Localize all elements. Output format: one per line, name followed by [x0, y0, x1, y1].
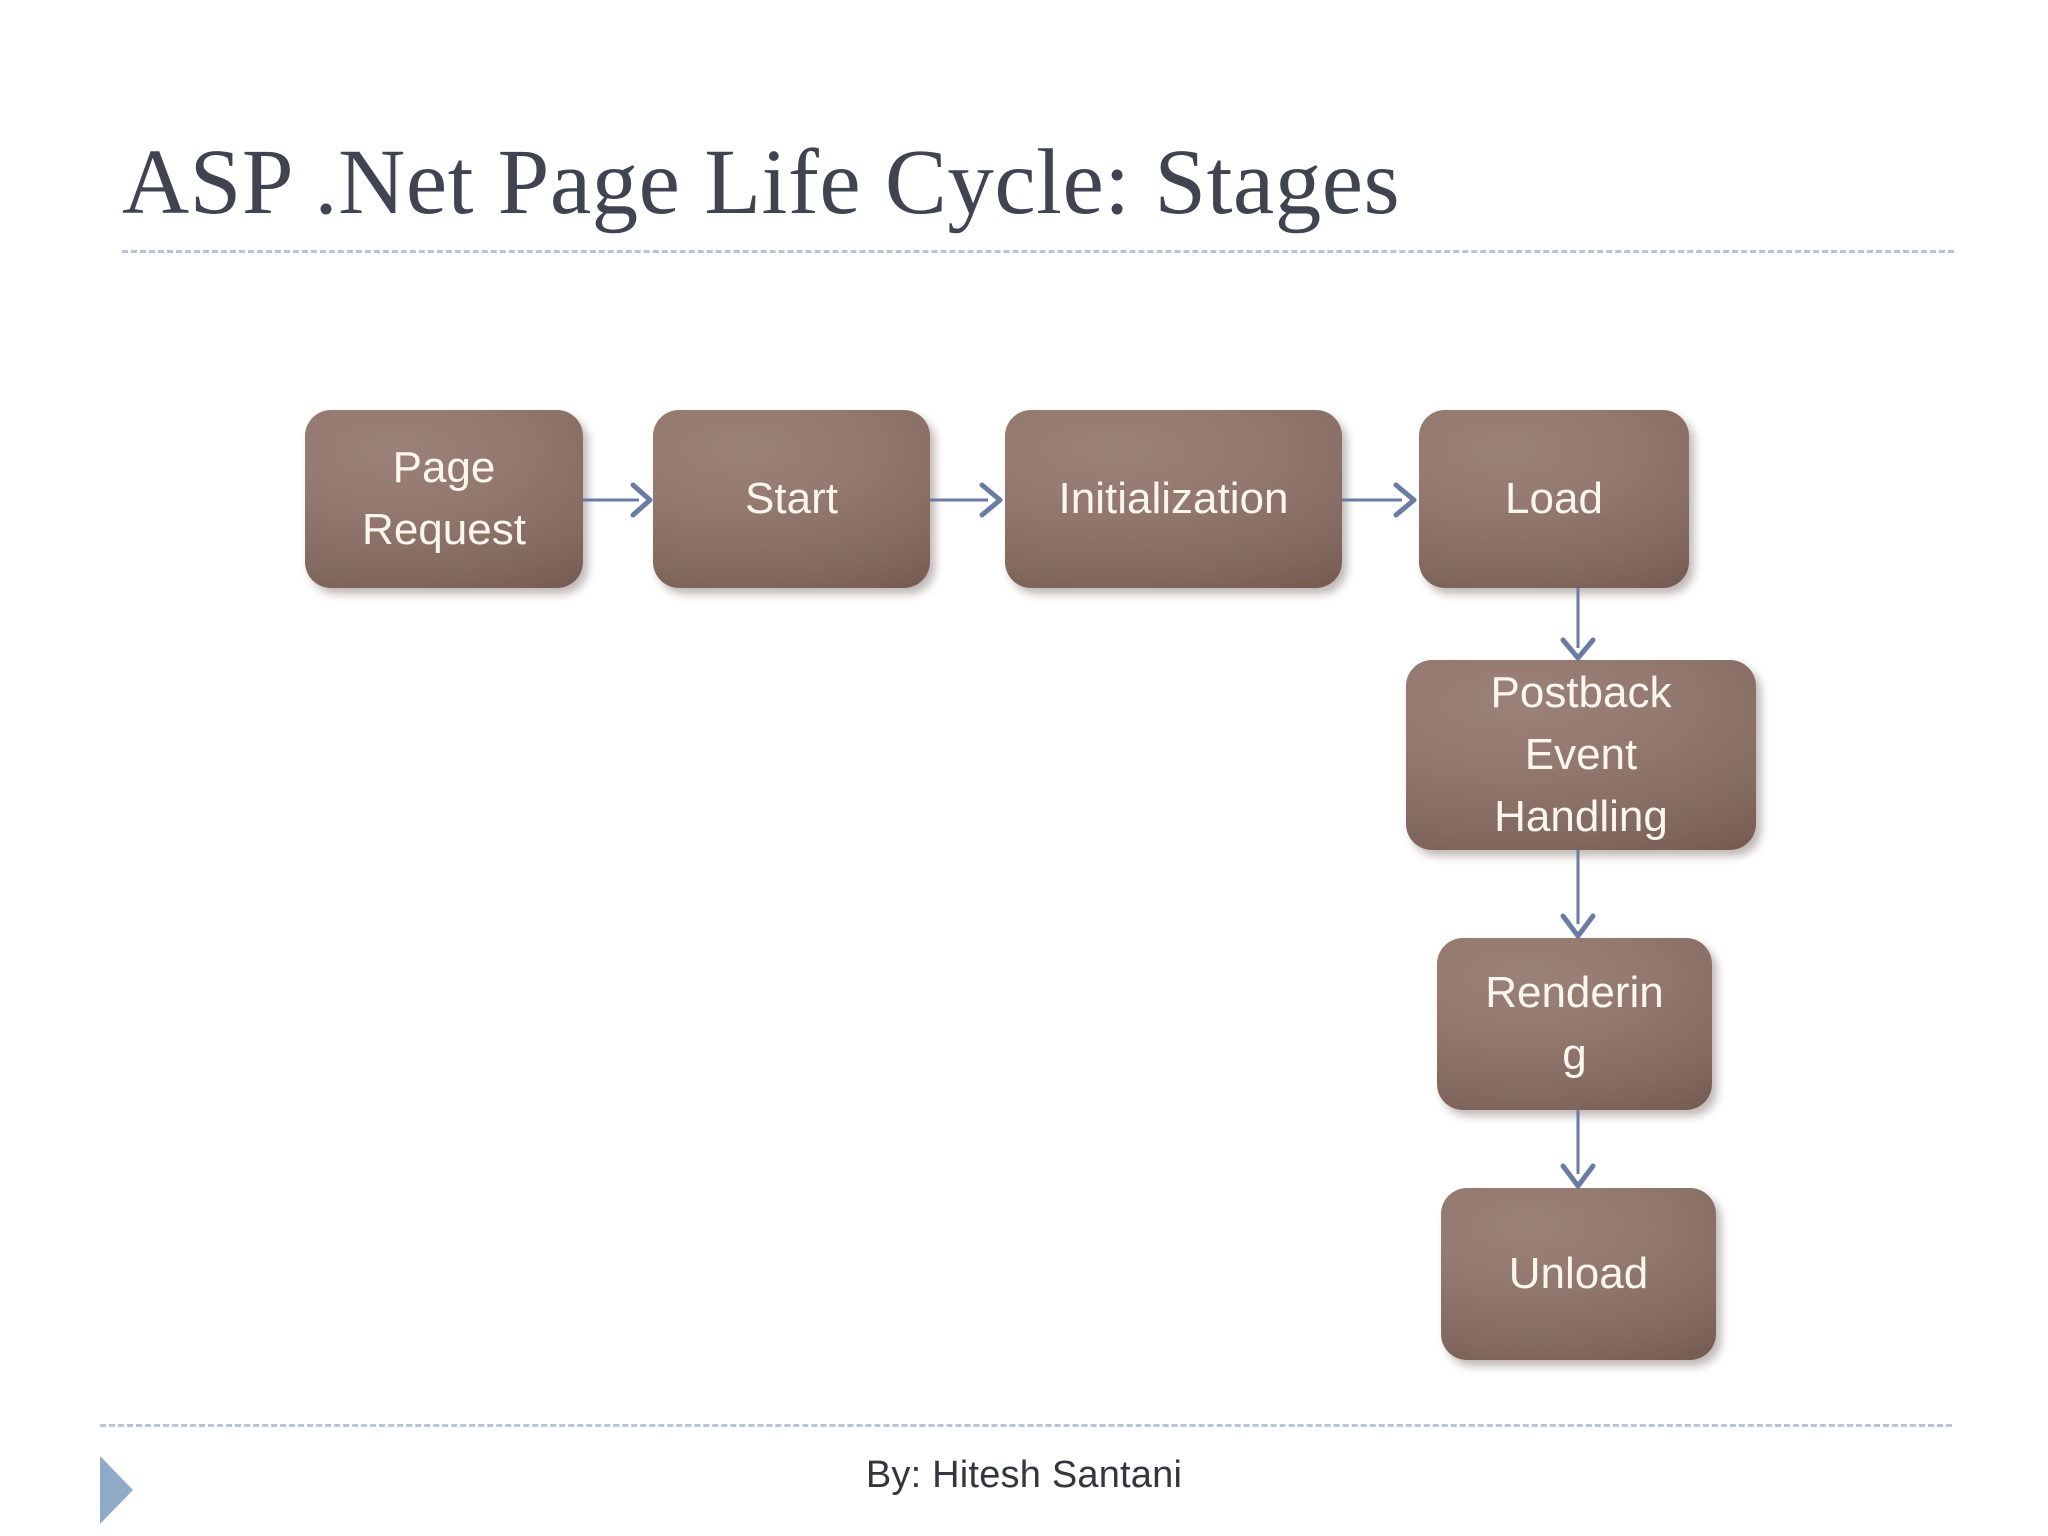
connector-postback-to-rendering [1560, 850, 1596, 939]
flow-node-postback-event-handling-label: Postback Event Handling [1490, 668, 1672, 841]
flow-node-initialization-label: Initialization [1058, 474, 1289, 523]
flow-node-page-request-label: Page Request [362, 443, 526, 554]
flow-node-unload-label: Unload [1508, 1249, 1649, 1298]
connector-start-to-initialization [930, 482, 1003, 518]
byline: By: Hitesh Santani [865, 1454, 1183, 1496]
flow-node-rendering[interactable]: Renderin g [1437, 938, 1712, 1110]
flow-node-page-request[interactable]: Page Request [305, 410, 583, 588]
flow-node-load[interactable]: Load [1419, 410, 1689, 588]
footer-divider [100, 1424, 1952, 1427]
title-divider [122, 250, 1954, 253]
connector-load-to-postback [1560, 588, 1596, 661]
flow-node-initialization[interactable]: Initialization [1005, 410, 1342, 588]
connector-initialization-to-load [1342, 482, 1417, 518]
flow-node-load-label: Load [1505, 474, 1603, 523]
connector-page-request-to-start [583, 482, 653, 518]
flow-node-start[interactable]: Start [653, 410, 930, 588]
flow-node-rendering-label: Renderin g [1485, 968, 1664, 1079]
flow-node-unload[interactable]: Unload [1441, 1188, 1716, 1360]
flow-node-start-label: Start [745, 474, 838, 523]
page-title: ASP .Net Page Life Cycle: Stages [122, 131, 1401, 234]
flow-node-postback-event-handling[interactable]: Postback Event Handling [1406, 660, 1756, 850]
title-block: ASP .Net Page Life Cycle: Stages [122, 128, 1954, 258]
play-triangle-icon [100, 1456, 133, 1524]
connector-rendering-to-unload [1560, 1110, 1596, 1189]
